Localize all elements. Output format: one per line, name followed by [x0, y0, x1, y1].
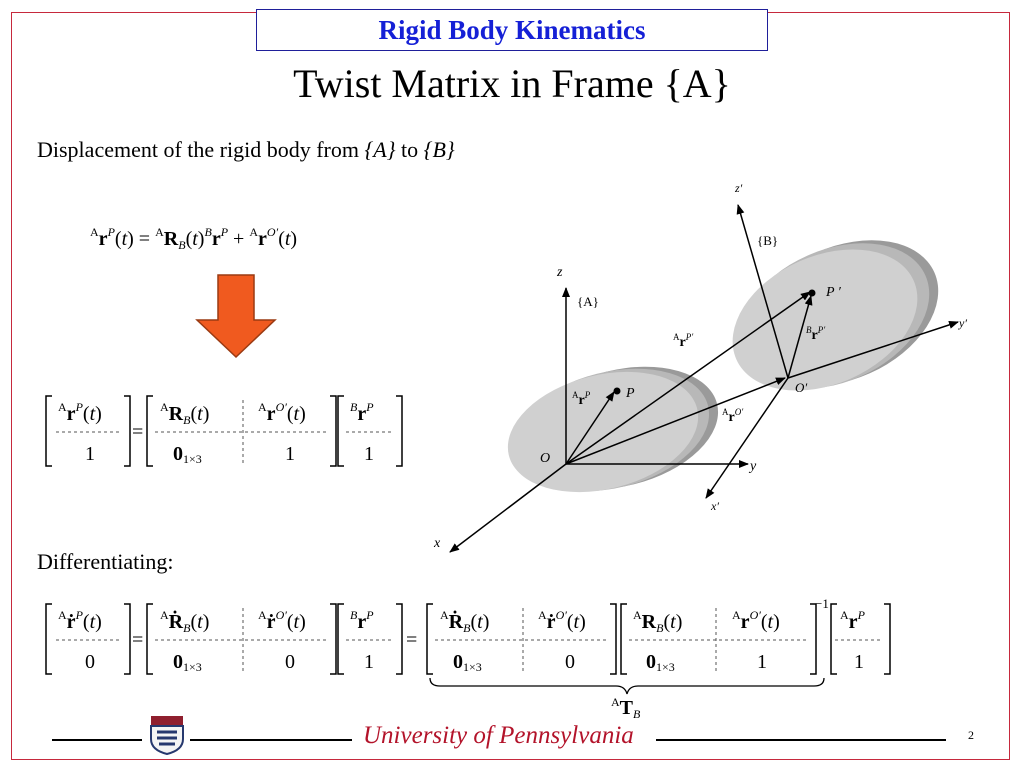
- svg-text:ArP′: ArP′: [673, 332, 694, 350]
- svg-text:01×3: 01×3: [453, 651, 482, 674]
- intro-to: {B}: [423, 137, 455, 162]
- axis-x-prime-label: x′: [710, 499, 719, 513]
- svg-text:AṙO′(t): AṙO′(t): [258, 608, 306, 633]
- axis-z-label: z: [556, 265, 563, 280]
- svg-text:01×3: 01×3: [646, 651, 675, 674]
- svg-text:AṙO′(t): AṙO′(t): [538, 608, 586, 633]
- axis-x-label: x: [433, 536, 441, 551]
- svg-text:1: 1: [85, 443, 95, 465]
- university-name: University of Pennsylvania: [363, 722, 634, 749]
- svg-text:0: 0: [85, 651, 95, 673]
- svg-text:AṘB(t): AṘB(t): [440, 608, 489, 635]
- point-p-marker: [613, 387, 621, 395]
- svg-text:1: 1: [285, 443, 295, 465]
- svg-text:ArP: ArP: [572, 390, 591, 408]
- frame-b-label: {B}: [757, 233, 778, 248]
- slide-title: Twist Matrix in Frame {A}: [293, 61, 731, 106]
- svg-text:ATB: ATB: [611, 695, 641, 721]
- rigid-body-b: [732, 240, 939, 391]
- svg-text:ArO′(t): ArO′(t): [732, 608, 780, 633]
- svg-text:1: 1: [757, 651, 767, 673]
- differentiating-label: Differentiating:: [37, 549, 174, 574]
- svg-text:1: 1: [854, 651, 864, 673]
- point-p-label: P: [625, 386, 635, 401]
- svg-text:=: =: [406, 629, 417, 651]
- svg-text:ArP(t) = ARB(t)BrP + ArO′(t): ArP(t) = ARB(t)BrP + ArO′(t): [90, 225, 297, 252]
- svg-text:0: 0: [285, 651, 295, 673]
- footer-line-right: [656, 739, 946, 741]
- svg-text:AṙP(t): AṙP(t): [58, 608, 102, 633]
- header-title: Rigid Body Kinematics: [378, 14, 646, 45]
- equation-differentiated: AṙP(t) 0 = AṘB(t) AṙO′(t) 01×3 0 BrP 1 =…: [45, 596, 891, 721]
- point-p-prime-marker: [808, 289, 816, 297]
- svg-text:−1: −1: [815, 596, 829, 611]
- svg-text:BrP: BrP: [350, 400, 374, 425]
- point-p-prime-label: P ′: [825, 285, 842, 300]
- svg-text:01×3: 01×3: [173, 443, 202, 466]
- svg-text:0: 0: [565, 651, 575, 673]
- page-number: 2: [968, 728, 974, 742]
- svg-text:BrP: BrP: [350, 608, 374, 633]
- vector-labels: ArP ArP′ ArO′ BrP′: [572, 325, 826, 425]
- svg-text:=: =: [132, 421, 143, 443]
- svg-text:1: 1: [364, 443, 374, 465]
- equation-displacement: ArP(t) = ARB(t)BrP + ArO′(t): [90, 225, 297, 252]
- header-box: Rigid Body Kinematics: [256, 9, 768, 51]
- equation-homogeneous: ArP(t) 1 = ARB(t) ArO′(t) 01×3 1 BrP 1: [45, 395, 403, 467]
- svg-text:AṘB(t): AṘB(t): [160, 608, 209, 635]
- origin-o-prime-label: O′: [795, 380, 807, 395]
- rigid-body-a: [507, 366, 719, 493]
- down-arrow-icon: [195, 274, 277, 359]
- svg-text:ArP(t): ArP(t): [58, 400, 102, 425]
- svg-text:1: 1: [364, 651, 374, 673]
- svg-text:ArO′: ArO′: [722, 407, 744, 425]
- intro-from: {A}: [364, 137, 396, 162]
- footer-line-mid: [190, 739, 352, 741]
- university-shield-icon: [150, 716, 184, 755]
- svg-text:01×3: 01×3: [173, 651, 202, 674]
- axis-z-prime-label: z′: [734, 181, 743, 195]
- axis-y-prime-label: y′: [958, 316, 967, 330]
- svg-text:ArO′(t): ArO′(t): [258, 400, 306, 425]
- svg-text:ARB(t): ARB(t): [633, 608, 682, 635]
- svg-text:=: =: [132, 629, 143, 651]
- frame-a-label: {A}: [577, 294, 599, 309]
- intro-text: Displacement of the rigid body from {A} …: [37, 137, 455, 163]
- axis-y-label: y: [748, 459, 757, 474]
- footer-line-left: [52, 739, 142, 741]
- svg-text:BrP′: BrP′: [806, 325, 826, 343]
- origin-o-label: O: [540, 451, 550, 466]
- svg-text:ARB(t): ARB(t): [160, 400, 209, 427]
- svg-text:ArP: ArP: [840, 608, 866, 633]
- intro-prefix: Displacement of the rigid body from: [37, 137, 365, 162]
- intro-mid: to: [395, 137, 424, 162]
